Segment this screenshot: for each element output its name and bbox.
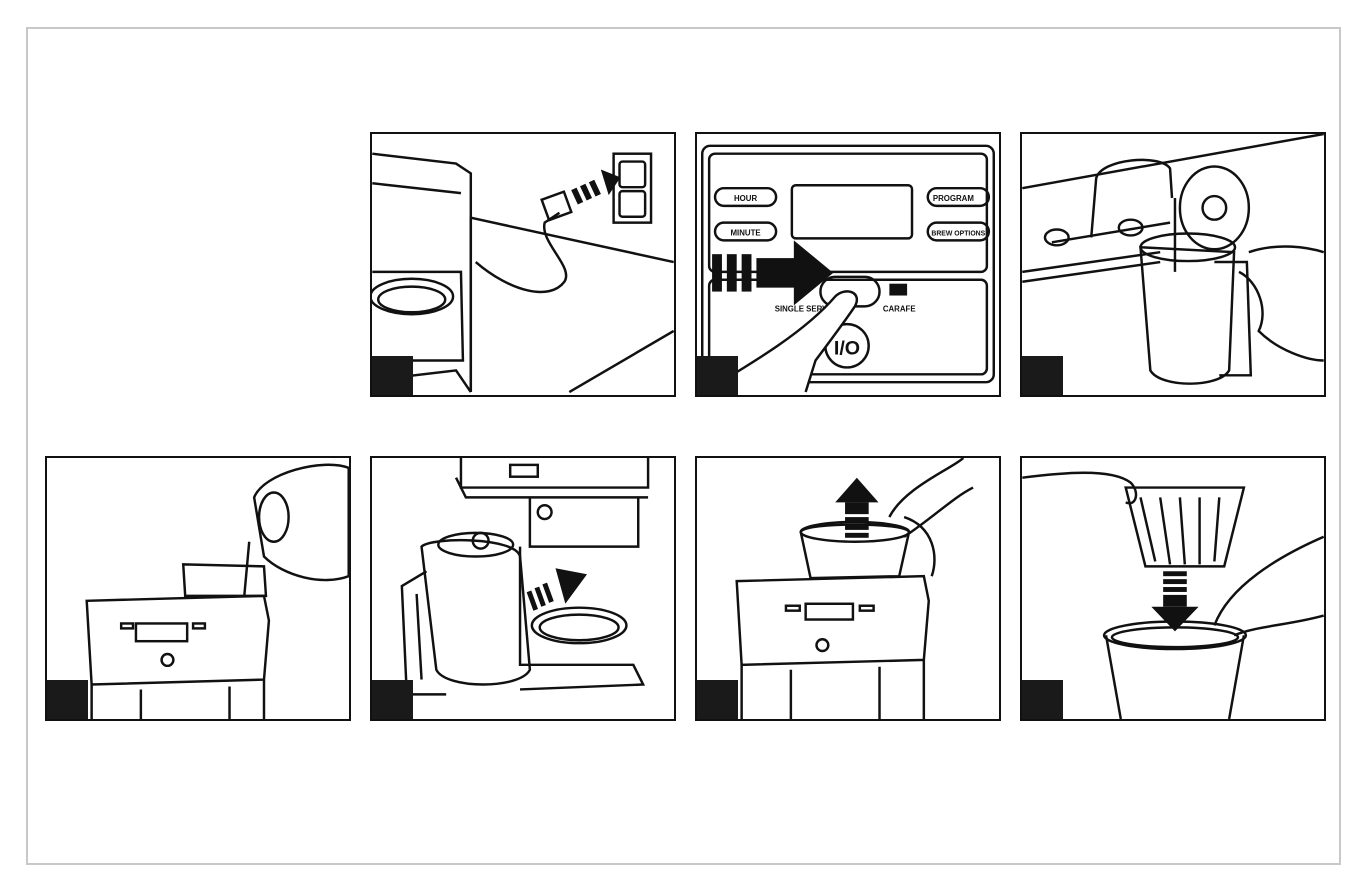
panel-insert-filter — [1020, 456, 1326, 721]
panel-pour-water — [45, 456, 351, 721]
step-number-box — [372, 680, 413, 719]
step-number-box — [697, 680, 738, 719]
carafe-label: CARAFE — [883, 304, 916, 313]
arrow-right-icon — [527, 568, 587, 610]
step-number-box — [697, 356, 738, 395]
insert-filter-illustration — [1022, 458, 1324, 719]
panel-plug-in — [370, 132, 676, 397]
step-number-box — [372, 356, 413, 395]
minute-label: MINUTE — [730, 228, 760, 237]
panel-control-panel: HOUR MINUTE PROGRAM BREW OPTIONS SINGLE … — [695, 132, 1001, 397]
pour-water-illustration — [47, 458, 349, 719]
panel-fill-carafe — [1020, 132, 1326, 397]
fill-carafe-illustration — [1022, 134, 1324, 395]
panel-place-carafe — [370, 456, 676, 721]
hour-label: HOUR — [734, 194, 757, 203]
arrow-right-icon — [712, 240, 833, 305]
plug-in-illustration — [372, 134, 674, 395]
step-number-box — [1022, 680, 1063, 719]
place-carafe-illustration — [372, 458, 674, 719]
panel-remove-basket — [695, 456, 1001, 721]
brew-options-label: BREW OPTIONS — [931, 230, 985, 237]
step-number-box — [1022, 356, 1063, 395]
power-label: I/O — [834, 338, 860, 360]
remove-basket-illustration — [697, 458, 999, 719]
carafe-icon — [889, 284, 907, 296]
arrow-up-icon — [835, 478, 878, 538]
step-number-box — [47, 680, 88, 719]
display-screen — [792, 185, 912, 238]
control-panel-illustration: HOUR MINUTE PROGRAM BREW OPTIONS SINGLE … — [697, 134, 999, 395]
program-label: PROGRAM — [933, 194, 974, 203]
